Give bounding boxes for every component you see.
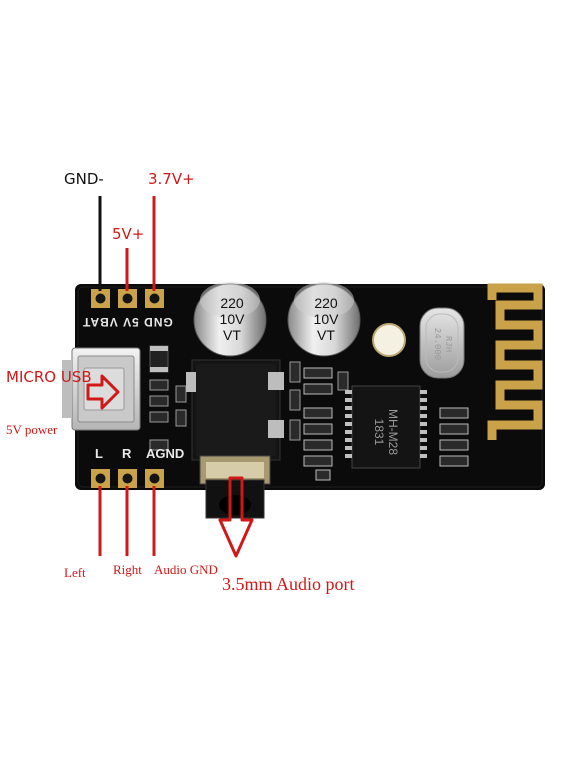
micro-usb-connector (62, 347, 141, 431)
crystal-oscillator (419, 307, 465, 379)
gnd-label: GND- (64, 170, 104, 188)
usb-arrow (86, 374, 120, 410)
round-pad (372, 323, 406, 357)
5v-label: 5V+ (112, 225, 145, 243)
silk-agnd: AGND (146, 446, 185, 461)
micro-usb-label: MICRO USB (6, 368, 92, 386)
annotation-wires (98, 196, 156, 556)
audio-header (91, 469, 164, 488)
audio-port-label: 3.5mm Audio port (222, 574, 355, 594)
silk-r: R (122, 446, 132, 461)
audio-jack-3.5mm (186, 359, 284, 519)
cap1-value: 220 (220, 295, 244, 311)
cap2-voltage: 10V (313, 311, 339, 327)
crystal-brand: RJH (443, 335, 453, 353)
crystal-freq: 24.000 (432, 327, 442, 361)
chip-code: 1831 (372, 418, 386, 446)
cap2-type: VT (317, 327, 335, 343)
capacitor-1 (193, 282, 267, 357)
capacitor-2-marking: 220 10V VT (306, 295, 346, 343)
chip-name: MH-M28 (386, 408, 400, 455)
cap1-type: VT (223, 327, 241, 343)
capacitor-2 (287, 282, 361, 357)
cap2-value: 220 (314, 295, 338, 311)
bluetooth-chip (345, 385, 427, 469)
chip-marking: MH-M28 1831 (372, 402, 400, 462)
smd-components-right (289, 361, 469, 481)
left-label: Left (64, 565, 86, 580)
antenna-trace (487, 283, 543, 440)
cap1-voltage: 10V (219, 311, 245, 327)
5v-power-label: 5V power (6, 422, 58, 437)
smd-components-left (149, 379, 187, 451)
crystal-marking: RJH 24.000 (431, 314, 453, 374)
audio-port-arrow (218, 476, 254, 558)
right-label: Right (113, 562, 142, 577)
capacitor-1-marking: 220 10V VT (212, 295, 252, 343)
silk-l: L (95, 446, 103, 461)
silk-power-header: GND 5V VBAT (82, 315, 173, 329)
audio-gnd-label: Audio GND (154, 562, 218, 577)
3v7-label: 3.7V+ (148, 170, 195, 188)
power-header (91, 289, 164, 308)
